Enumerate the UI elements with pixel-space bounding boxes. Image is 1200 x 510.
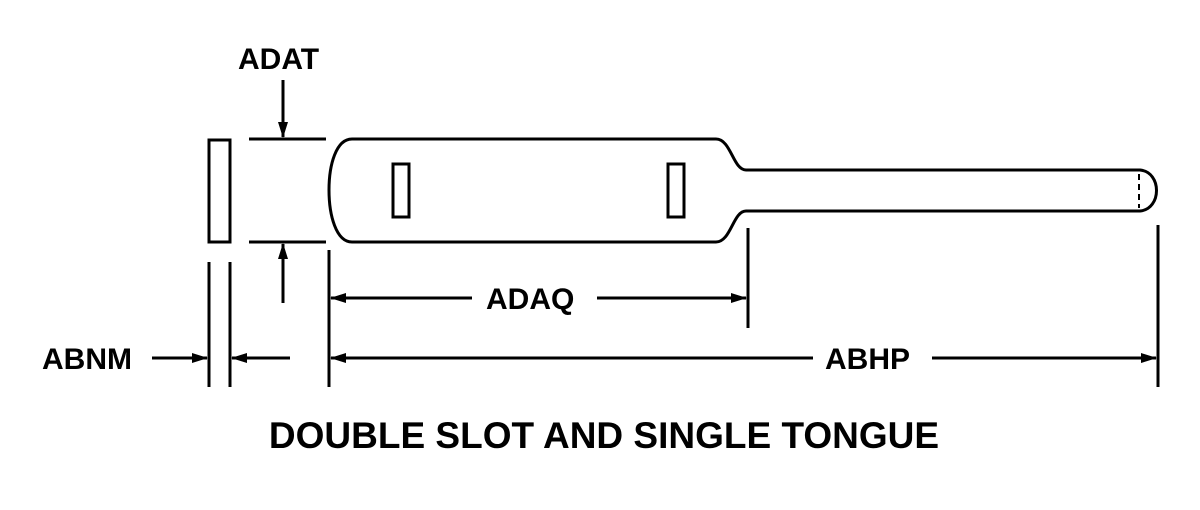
tongue-side-view [207,138,232,244]
slot-right [666,162,686,219]
slot-left [391,162,411,219]
diagram-caption: DOUBLE SLOT AND SINGLE TONGUE [269,415,939,456]
abnm-label: ABNM [42,343,132,376]
abhp-label: ABHP [825,343,910,376]
adat-label: ADAT [238,43,319,76]
part-outline [327,137,1158,244]
adaq-label: ADAQ [486,283,574,316]
